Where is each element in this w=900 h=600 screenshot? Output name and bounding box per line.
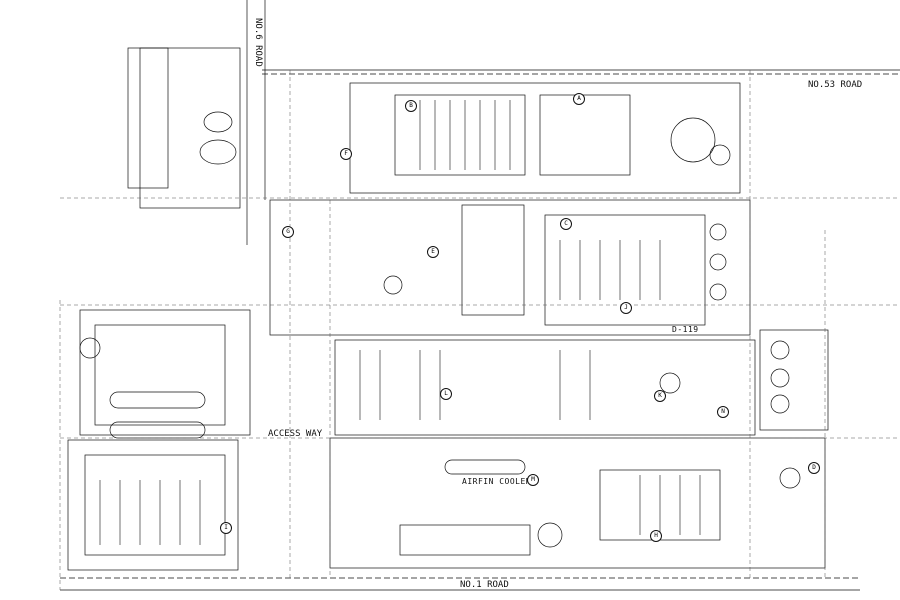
area-marker-k: K <box>654 390 666 402</box>
area-marker-m: M <box>527 474 539 486</box>
area-marker-j: J <box>620 302 632 314</box>
area-marker-n: N <box>717 406 729 418</box>
unit-number-label: D-119 <box>672 325 699 334</box>
area-marker-h: H <box>650 530 662 542</box>
area-marker-c: C <box>560 218 572 230</box>
access-way-label: ACCESS WAY <box>268 429 323 439</box>
area-marker-f: F <box>340 148 352 160</box>
road-no1-label: NO.1 ROAD <box>460 580 509 590</box>
area-marker-a: A <box>573 93 585 105</box>
area-marker-l: L <box>440 388 452 400</box>
road-no6-label: NO.6 ROAD <box>253 18 263 67</box>
area-marker-d: D <box>808 462 820 474</box>
airfin-cooler-label: AIRFIN COOLER <box>462 477 532 486</box>
area-marker-i: I <box>220 522 232 534</box>
area-marker-e: E <box>427 246 439 258</box>
area-marker-b: B <box>405 100 417 112</box>
area-marker-g: G <box>282 226 294 238</box>
road-no53-label: NO.53 ROAD <box>808 80 863 90</box>
